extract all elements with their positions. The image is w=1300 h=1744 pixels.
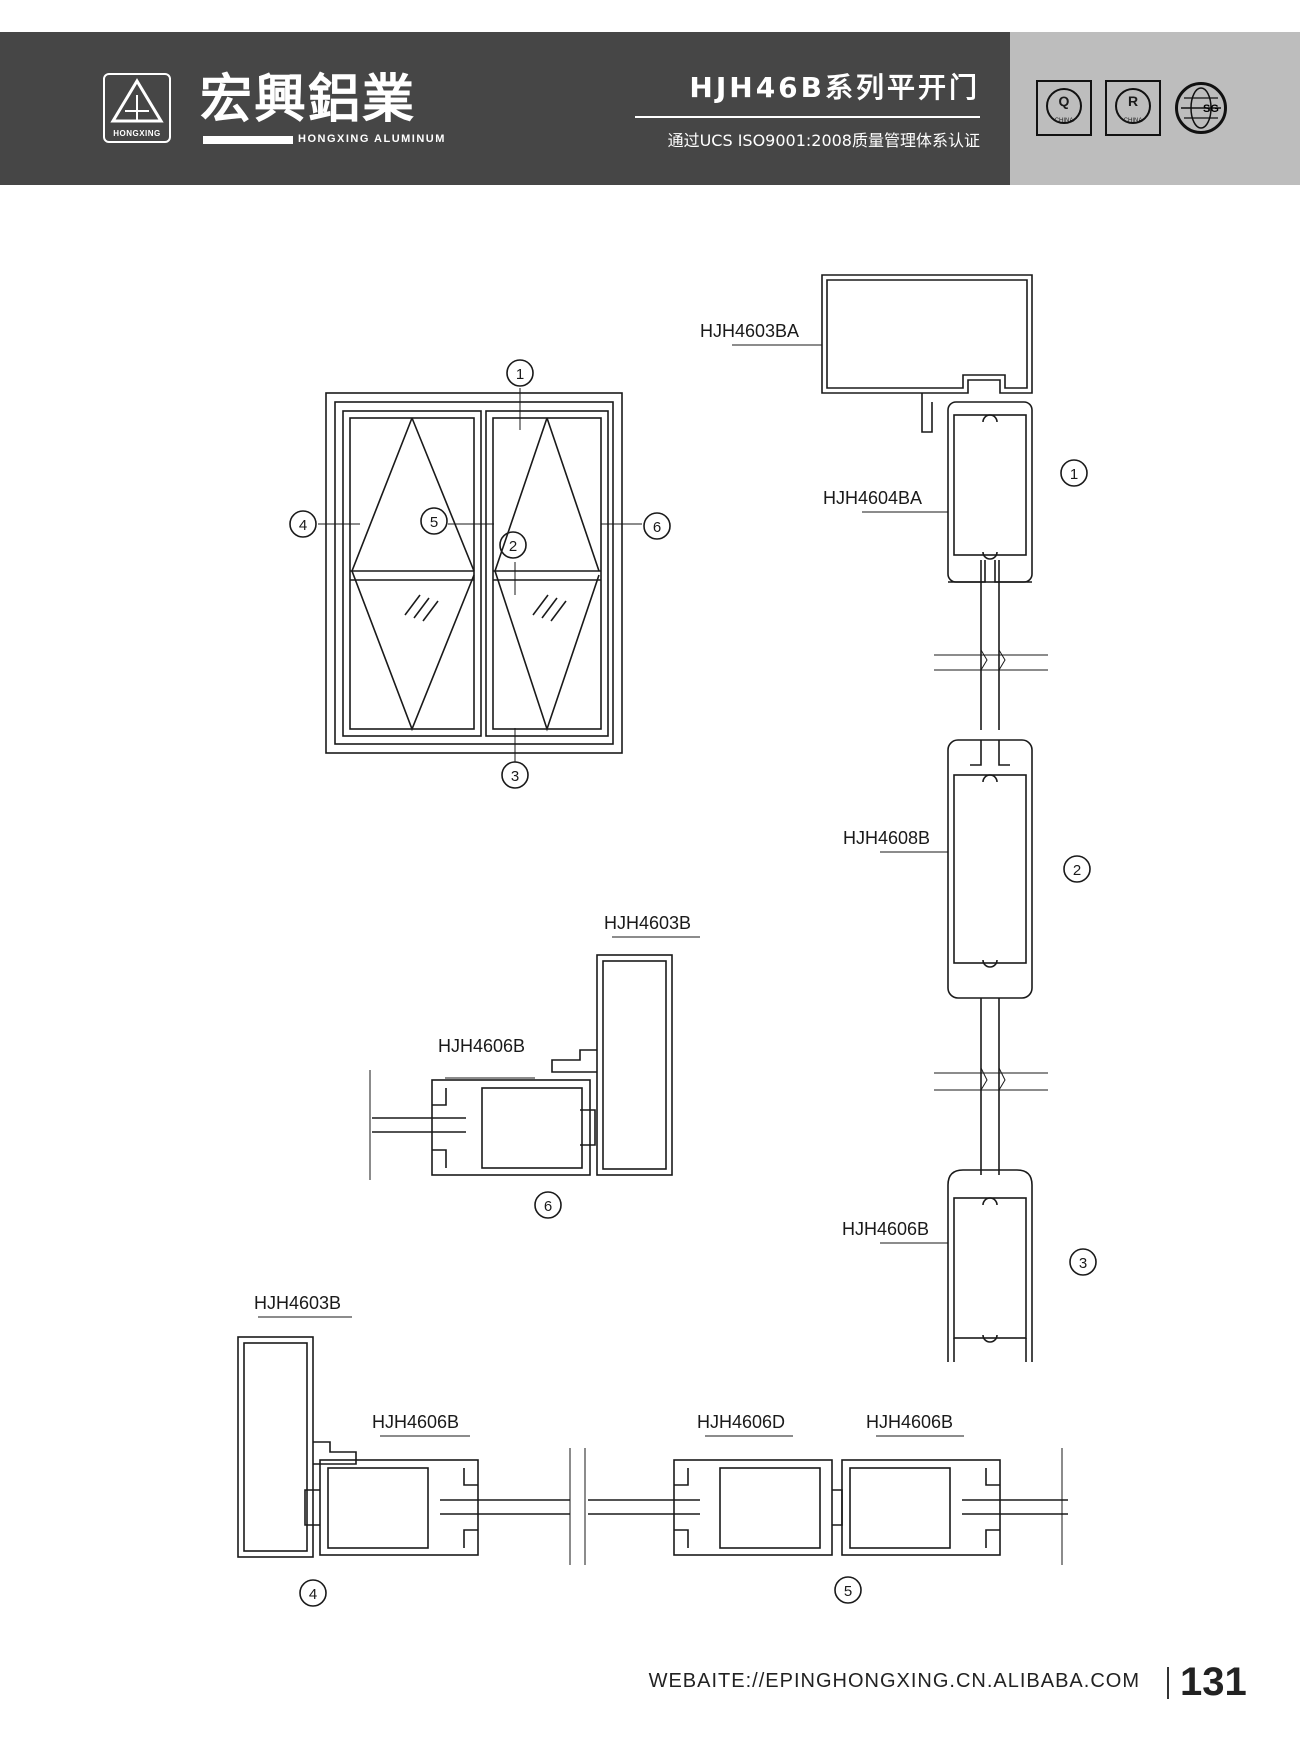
callout-label: 4 <box>309 1586 317 1603</box>
profile-label: HJH4606D <box>697 1412 785 1432</box>
badge-letter: Q <box>1046 88 1082 124</box>
globe-label: SG <box>1203 103 1219 115</box>
brand-name-en: HONGXING ALUMINUM <box>298 133 446 145</box>
globe-cert-icon: SG <box>1175 82 1227 134</box>
footer-separator <box>1167 1667 1169 1699</box>
badge-caption: CHINA <box>1054 118 1074 124</box>
profile-label: HJH4603B <box>254 1293 341 1313</box>
profile-label: HJH4606B <box>842 1219 929 1239</box>
brand-logo: HONGXING <box>103 73 171 143</box>
section-1: HJH4603BA HJH4604BA 1 <box>700 274 1088 583</box>
section-3: HJH4606B 3 <box>842 1169 1097 1362</box>
certification-text: 通过UCS ISO9001:2008质量管理体系认证 <box>667 131 980 150</box>
brand-bar <box>203 136 293 144</box>
callout-label: 4 <box>299 517 307 534</box>
section-4: HJH4603B HJH4606B 4 <box>237 1293 571 1607</box>
callout-label: 6 <box>544 1198 552 1215</box>
glass-break <box>934 560 1048 730</box>
door-elevation: 1 2 3 4 5 6 <box>289 359 671 789</box>
profile-label: HJH4603B <box>604 913 691 933</box>
callout-label: 6 <box>653 519 661 536</box>
callout-label: 2 <box>509 538 517 555</box>
profile-label: HJH4606B <box>372 1412 459 1432</box>
brand-name-cn: 宏興鋁業 <box>200 70 417 130</box>
profile-label: HJH4604BA <box>823 488 922 508</box>
page-number: 131 <box>1180 1660 1247 1704</box>
callout-label: 3 <box>1079 1255 1087 1272</box>
profile-label: HJH4606B <box>866 1412 953 1432</box>
cert-badge-r: R CHINA <box>1105 80 1161 136</box>
section-2: HJH4608B 2 <box>843 739 1091 999</box>
section-6: HJH4606B HJH4603B 6 <box>369 913 700 1219</box>
section-5: HJH4606D HJH4606B 5 <box>584 1412 1068 1604</box>
badge-caption: CHINA <box>1123 118 1143 124</box>
page-header: HONGXING 宏興鋁業 HONGXING ALUMINUM HJH46B系列… <box>0 32 1300 185</box>
cert-badge-q: Q CHINA <box>1036 80 1092 136</box>
badge-letter: R <box>1115 88 1151 124</box>
title-rule <box>635 116 980 118</box>
logo-mark-icon <box>110 78 164 123</box>
profile-label: HJH4603BA <box>700 321 799 341</box>
callout-label: 3 <box>511 768 519 785</box>
footer-url: WEBAITE://EPINGHONGXING.CN.ALIBABA.COM <box>648 1670 1140 1692</box>
profile-label: HJH4608B <box>843 828 930 848</box>
callout-label: 1 <box>1070 466 1078 483</box>
callout-label: 5 <box>430 514 438 531</box>
glass-break <box>934 998 1048 1175</box>
series-title: HJH46B系列平开门 <box>689 71 980 104</box>
logo-caption: HONGXING <box>113 129 161 138</box>
callout-label: 1 <box>516 366 524 383</box>
callout-label: 5 <box>844 1583 852 1600</box>
profile-label: HJH4606B <box>438 1036 525 1056</box>
callout-label: 2 <box>1073 862 1081 879</box>
